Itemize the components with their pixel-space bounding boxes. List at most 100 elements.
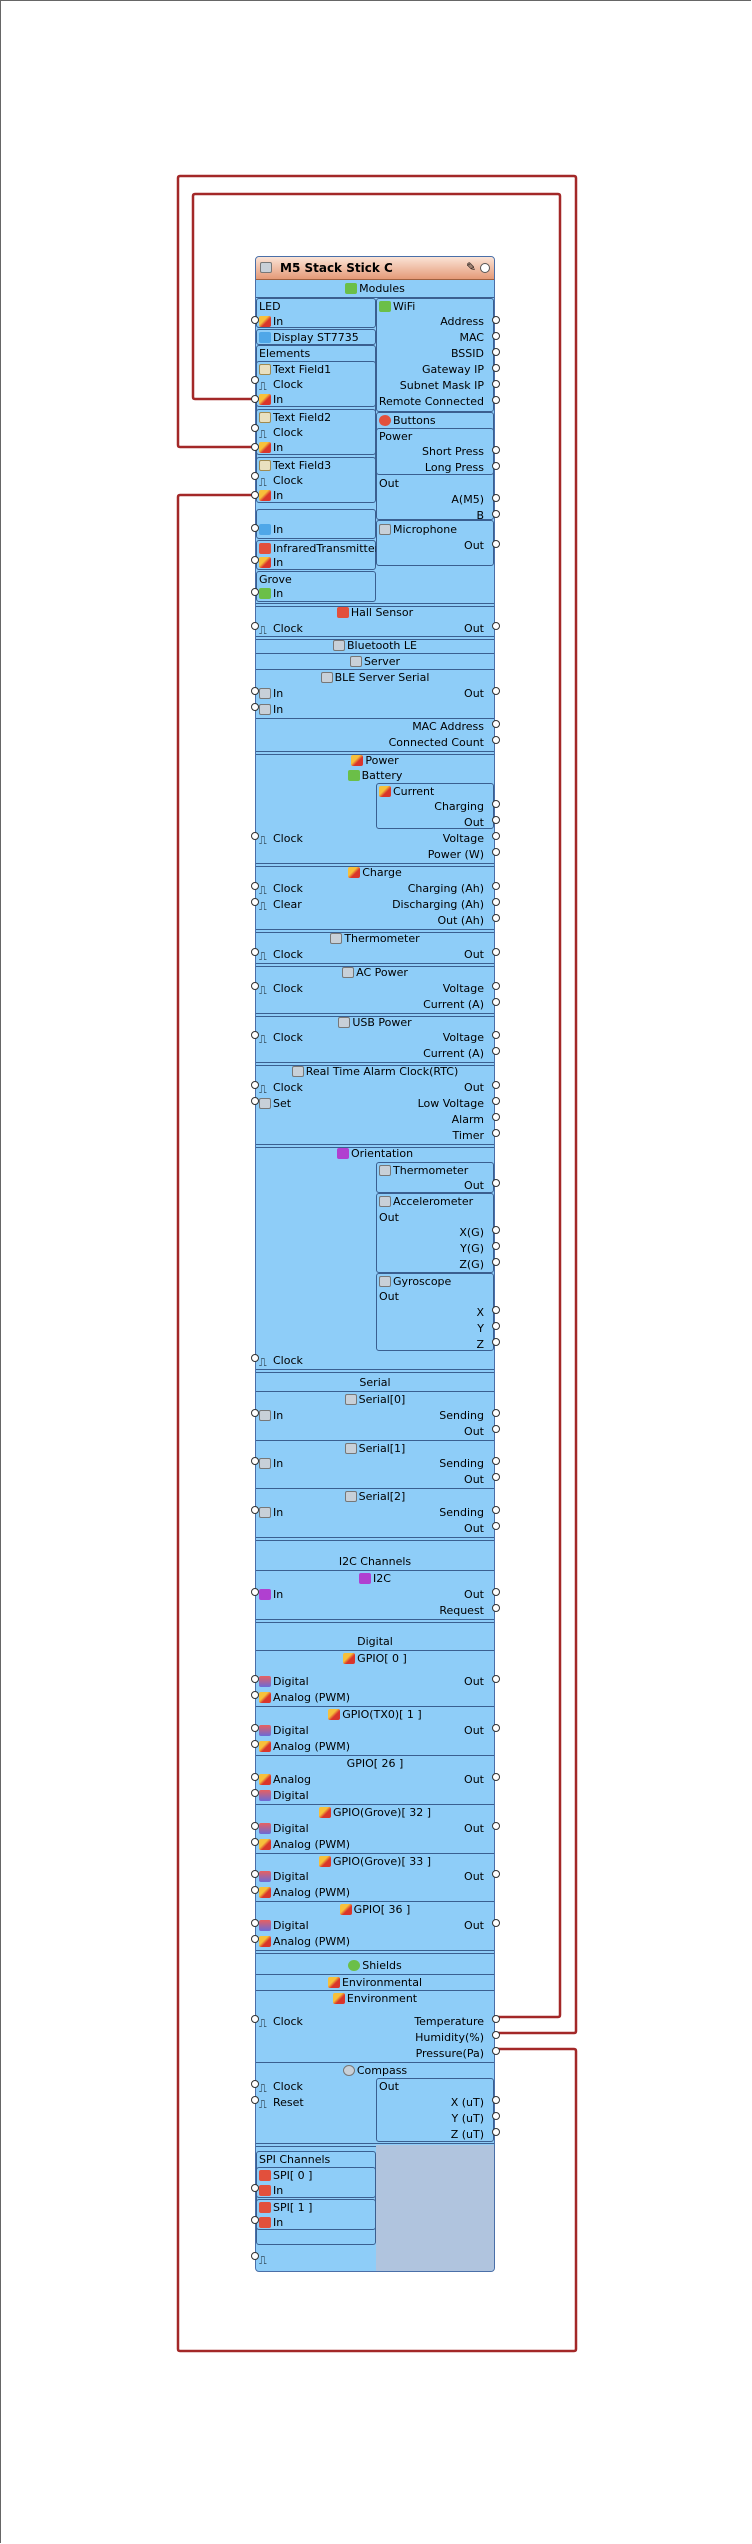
text-field2[interactable] (256, 409, 376, 455)
wire-pressure[interactable] (176, 493, 578, 2353)
pin-battery-voltage[interactable] (492, 832, 500, 840)
pin-gpio0-out[interactable] (492, 1675, 500, 1683)
gyroscope-module[interactable] (376, 1273, 494, 1351)
pin-thermometer-clock[interactable] (251, 948, 259, 956)
pin-microphone-out[interactable] (492, 540, 500, 548)
pin-rtc-timer[interactable] (492, 1129, 500, 1137)
m5-stack-stick-c-component[interactable]: M5 Stack Stick C ✎ Modules LED In Displa… (255, 256, 495, 2272)
pin-charge-clear[interactable] (251, 898, 259, 906)
pin-compass-z[interactable] (492, 2128, 500, 2136)
pin-grove-in[interactable] (251, 588, 259, 596)
pin-gpio1-analog[interactable] (251, 1740, 259, 1748)
buttons-power-group[interactable] (376, 428, 494, 475)
pin-battery-power[interactable] (492, 848, 500, 856)
pin-compass-x[interactable] (492, 2096, 500, 2104)
pin-rtc-alarm[interactable] (492, 1113, 500, 1121)
pin-ble-serial-in[interactable] (251, 687, 259, 695)
pin-gpio32-out[interactable] (492, 1822, 500, 1830)
pin-current-out[interactable] (492, 816, 500, 824)
pin-gpio36-analog[interactable] (251, 1935, 259, 1943)
pin-gyro-z[interactable] (492, 1338, 500, 1346)
pin-spi0-in[interactable] (251, 2184, 259, 2192)
pin-hall-clock[interactable] (251, 622, 259, 630)
pin-rtc-out[interactable] (492, 1081, 500, 1089)
pin-gpio33-analog[interactable] (251, 1886, 259, 1894)
pin-serial2-out[interactable] (492, 1522, 500, 1530)
pin-wifi-mac[interactable] (492, 332, 500, 340)
pin-usbpower-voltage[interactable] (492, 1031, 500, 1039)
pin-orient-thermo-out[interactable] (492, 1179, 500, 1187)
pin-i2c-in[interactable] (251, 1588, 259, 1596)
pin-hall-out[interactable] (492, 622, 500, 630)
spi1-module[interactable] (256, 2199, 376, 2230)
pin-serial2-sending[interactable] (492, 1506, 500, 1514)
pin-thermometer-out[interactable] (492, 948, 500, 956)
pin-gpio0-analog[interactable] (251, 1691, 259, 1699)
pin-tf2-in[interactable] (251, 443, 259, 451)
pin-wifi-remote[interactable] (492, 396, 500, 404)
display-module[interactable] (256, 329, 376, 345)
compass-out-group[interactable] (376, 2078, 494, 2142)
pin-gpio33-digital[interactable] (251, 1870, 259, 1878)
collapse-icon[interactable] (480, 263, 490, 273)
pin-tf2-clock[interactable] (251, 424, 259, 432)
pin-charge-out[interactable] (492, 914, 500, 922)
pin-compass-clock[interactable] (251, 2080, 259, 2088)
pin-tf3-clock[interactable] (251, 472, 259, 480)
grove-module[interactable] (256, 571, 376, 602)
pin-button-b[interactable] (492, 510, 500, 518)
pin-wifi-bssid[interactable] (492, 348, 500, 356)
accelerometer-module[interactable] (376, 1193, 494, 1273)
pin-charge-charging[interactable] (492, 882, 500, 890)
pin-led-in[interactable] (251, 316, 259, 324)
pin-button-a[interactable] (492, 494, 500, 502)
pin-rtc-clock[interactable] (251, 1081, 259, 1089)
pin-usbpower-clock[interactable] (251, 1031, 259, 1039)
pin-ble-in[interactable] (251, 703, 259, 711)
pin-wifi-gateway[interactable] (492, 364, 500, 372)
orientation-thermometer[interactable] (376, 1162, 494, 1193)
microphone-module[interactable] (376, 520, 494, 566)
wrench-icon[interactable]: ✎ (465, 260, 476, 274)
pin-accel-y[interactable] (492, 1242, 500, 1250)
pin-gpio26-out[interactable] (492, 1773, 500, 1781)
pin-gpio1-out[interactable] (492, 1724, 500, 1732)
pin-bottom-clock[interactable] (251, 2252, 259, 2260)
pin-ir-in[interactable] (251, 556, 259, 564)
pin-environment-clock[interactable] (251, 2015, 259, 2023)
current-module[interactable] (376, 783, 494, 829)
pin-serial0-sending[interactable] (492, 1409, 500, 1417)
pin-serial1-out[interactable] (492, 1473, 500, 1481)
pin-in[interactable] (251, 524, 259, 532)
pin-compass-reset[interactable] (251, 2096, 259, 2104)
pin-temperature[interactable] (492, 2015, 500, 2023)
pin-tf1-clock[interactable] (251, 376, 259, 384)
pin-gpio36-digital[interactable] (251, 1919, 259, 1927)
pin-compass-y[interactable] (492, 2112, 500, 2120)
pin-gpio36-out[interactable] (492, 1919, 500, 1927)
pin-gpio1-digital[interactable] (251, 1724, 259, 1732)
pin-gpio33-out[interactable] (492, 1870, 500, 1878)
pin-short-press[interactable] (492, 446, 500, 454)
component-title-bar[interactable]: M5 Stack Stick C ✎ (256, 257, 494, 280)
pin-i2c-request[interactable] (492, 1604, 500, 1612)
pin-accel-x[interactable] (492, 1226, 500, 1234)
pin-long-press[interactable] (492, 462, 500, 470)
unnamed-module[interactable] (256, 509, 376, 539)
pin-tf3-in[interactable] (251, 491, 259, 499)
pin-wifi-address[interactable] (492, 316, 500, 324)
wire-humidity[interactable] (176, 174, 578, 2035)
pin-spi1-in[interactable] (251, 2216, 259, 2224)
pin-acpower-current[interactable] (492, 998, 500, 1006)
pin-i2c-out[interactable] (492, 1588, 500, 1596)
spi0-module[interactable] (256, 2167, 376, 2198)
pin-wifi-subnet[interactable] (492, 380, 500, 388)
wire-temperature[interactable] (191, 192, 562, 2019)
pin-ble-count[interactable] (492, 736, 500, 744)
pin-serial0-in[interactable] (251, 1409, 259, 1417)
text-field1[interactable] (256, 361, 376, 407)
pin-rtc-low-voltage[interactable] (492, 1097, 500, 1105)
pin-gyro-x[interactable] (492, 1306, 500, 1314)
pin-ble-serial-out[interactable] (492, 687, 500, 695)
pin-orientation-clock[interactable] (251, 1354, 259, 1362)
